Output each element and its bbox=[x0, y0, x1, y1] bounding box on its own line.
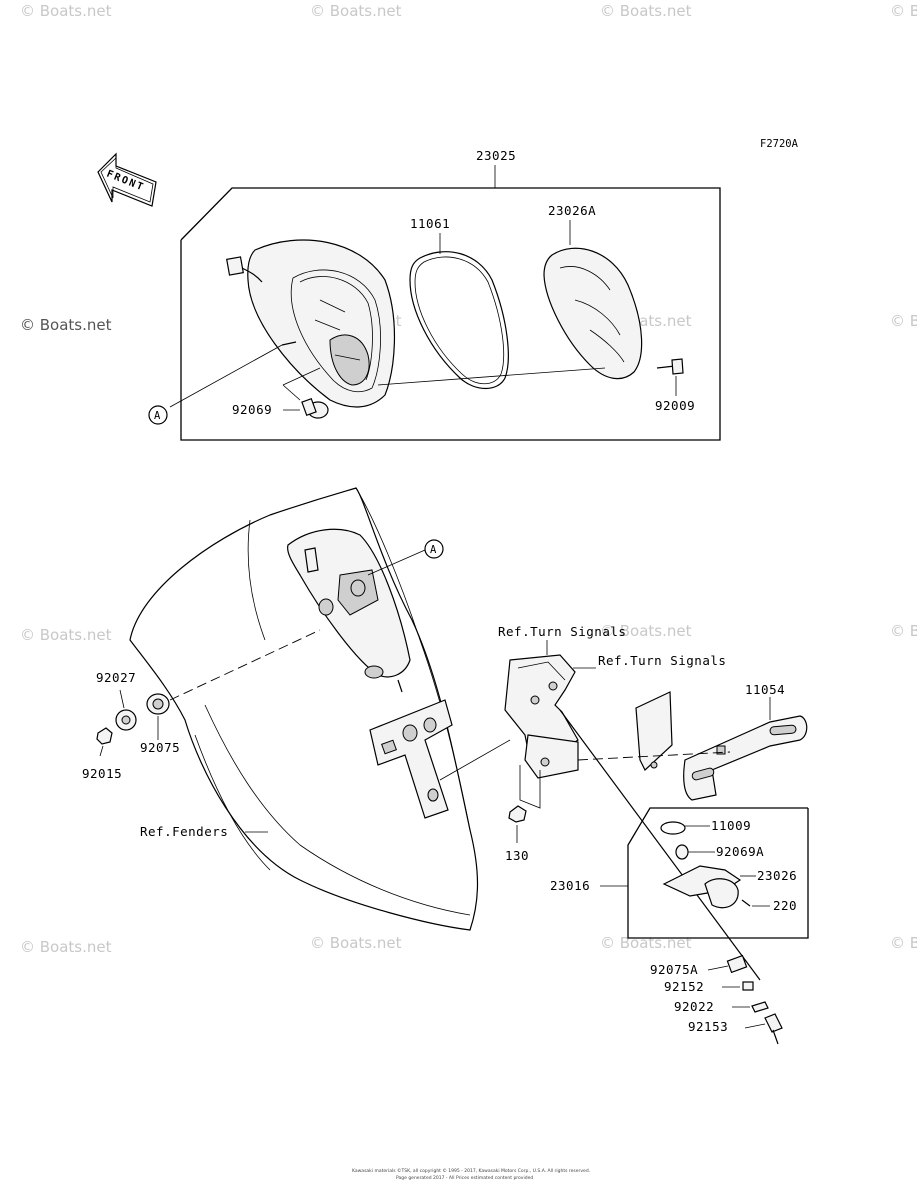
part-label-92152[interactable]: 92152 bbox=[664, 979, 704, 994]
ref-fenders-label[interactable]: Ref.Fenders bbox=[140, 824, 228, 839]
footer-copyright: Kawasaki materials ©TSK, all copyright ©… bbox=[352, 1167, 590, 1174]
screw-92009: 92009 bbox=[655, 358, 695, 413]
part-label-130[interactable]: 130 bbox=[505, 848, 529, 863]
rear-fender bbox=[129, 487, 479, 931]
watermark-row4-2: © Boats.net bbox=[310, 934, 402, 952]
bolt-130: 130 bbox=[439, 739, 541, 863]
part-label-92009[interactable]: 92009 bbox=[655, 398, 695, 413]
svg-text:A: A bbox=[430, 544, 437, 556]
ref-marker-a-bottom: A bbox=[367, 539, 444, 576]
watermark-top-edge: © Boats.net bbox=[890, 2, 917, 20]
lens-23026A: 23026A bbox=[543, 203, 643, 380]
part-label-23026[interactable]: 23026 bbox=[757, 868, 797, 883]
gasket-11061: 11061 bbox=[409, 216, 509, 390]
tail-light-housing bbox=[226, 239, 396, 408]
watermark-row3-4: © Boats.net bbox=[890, 622, 917, 640]
stay-11054: 11054 bbox=[577, 682, 808, 801]
part-label-11054[interactable]: 11054 bbox=[745, 682, 785, 697]
watermark-left: © Boats.net bbox=[20, 316, 112, 334]
tail-light-assembly-box: 23025 bbox=[180, 148, 721, 441]
ref-turn-signals-label-2[interactable]: Ref.Turn Signals bbox=[598, 653, 726, 668]
part-label-92069A[interactable]: 92069A bbox=[716, 844, 764, 859]
watermark-mid-3: © Boats.net bbox=[890, 312, 917, 330]
ref-turn-signals-label-1[interactable]: Ref.Turn Signals bbox=[498, 624, 626, 639]
part-label-23026A[interactable]: 23026A bbox=[548, 203, 596, 218]
bulb-92069: 92069 bbox=[232, 397, 329, 419]
part-label-92075[interactable]: 92075 bbox=[140, 740, 180, 755]
part-label-23016[interactable]: 23016 bbox=[550, 878, 590, 893]
watermark-top-center: © Boats.net bbox=[310, 2, 402, 20]
grommet-set-left: 92027 92075 92015 bbox=[82, 629, 321, 781]
part-label-11061[interactable]: 11061 bbox=[410, 216, 450, 231]
watermark-row4-4: © Boats.net bbox=[890, 934, 917, 952]
watermark-top-left: © Boats.net bbox=[20, 2, 112, 20]
license-light-bracket bbox=[504, 640, 596, 779]
part-label-92153[interactable]: 92153 bbox=[688, 1019, 728, 1034]
watermark-row4-1: © Boats.net bbox=[20, 938, 112, 956]
ref-marker-a-top: A bbox=[148, 405, 168, 425]
part-label-220[interactable]: 220 bbox=[773, 898, 797, 913]
license-light-sub-assembly: 23016 11009 92069A 23026 220 bbox=[550, 709, 809, 981]
part-label-92022[interactable]: 92022 bbox=[674, 999, 714, 1014]
figure-code: F2720A bbox=[760, 138, 799, 150]
front-arrow-icon: FRONT bbox=[97, 152, 157, 207]
part-label-92069[interactable]: 92069 bbox=[232, 402, 272, 417]
part-label-92027[interactable]: 92027 bbox=[96, 670, 136, 685]
part-label-92075A[interactable]: 92075A bbox=[650, 962, 698, 977]
watermark-row3-1: © Boats.net bbox=[20, 626, 112, 644]
watermark-row4-3: © Boats.net bbox=[600, 934, 692, 952]
top-assembly-lines bbox=[169, 344, 606, 408]
svg-text:A: A bbox=[154, 410, 161, 422]
bottom-fasteners: 92075A 92152 92022 92153 bbox=[650, 954, 783, 1045]
watermark-row3-3: © Boats.net bbox=[600, 622, 692, 640]
part-label-11009[interactable]: 11009 bbox=[711, 818, 751, 833]
footer-generated: Page generated 2017 - All Prices estimat… bbox=[396, 1175, 533, 1181]
part-label-92015[interactable]: 92015 bbox=[82, 766, 122, 781]
part-label-23025[interactable]: 23025 bbox=[476, 148, 516, 163]
watermark-top-right: © Boats.net bbox=[600, 2, 692, 20]
